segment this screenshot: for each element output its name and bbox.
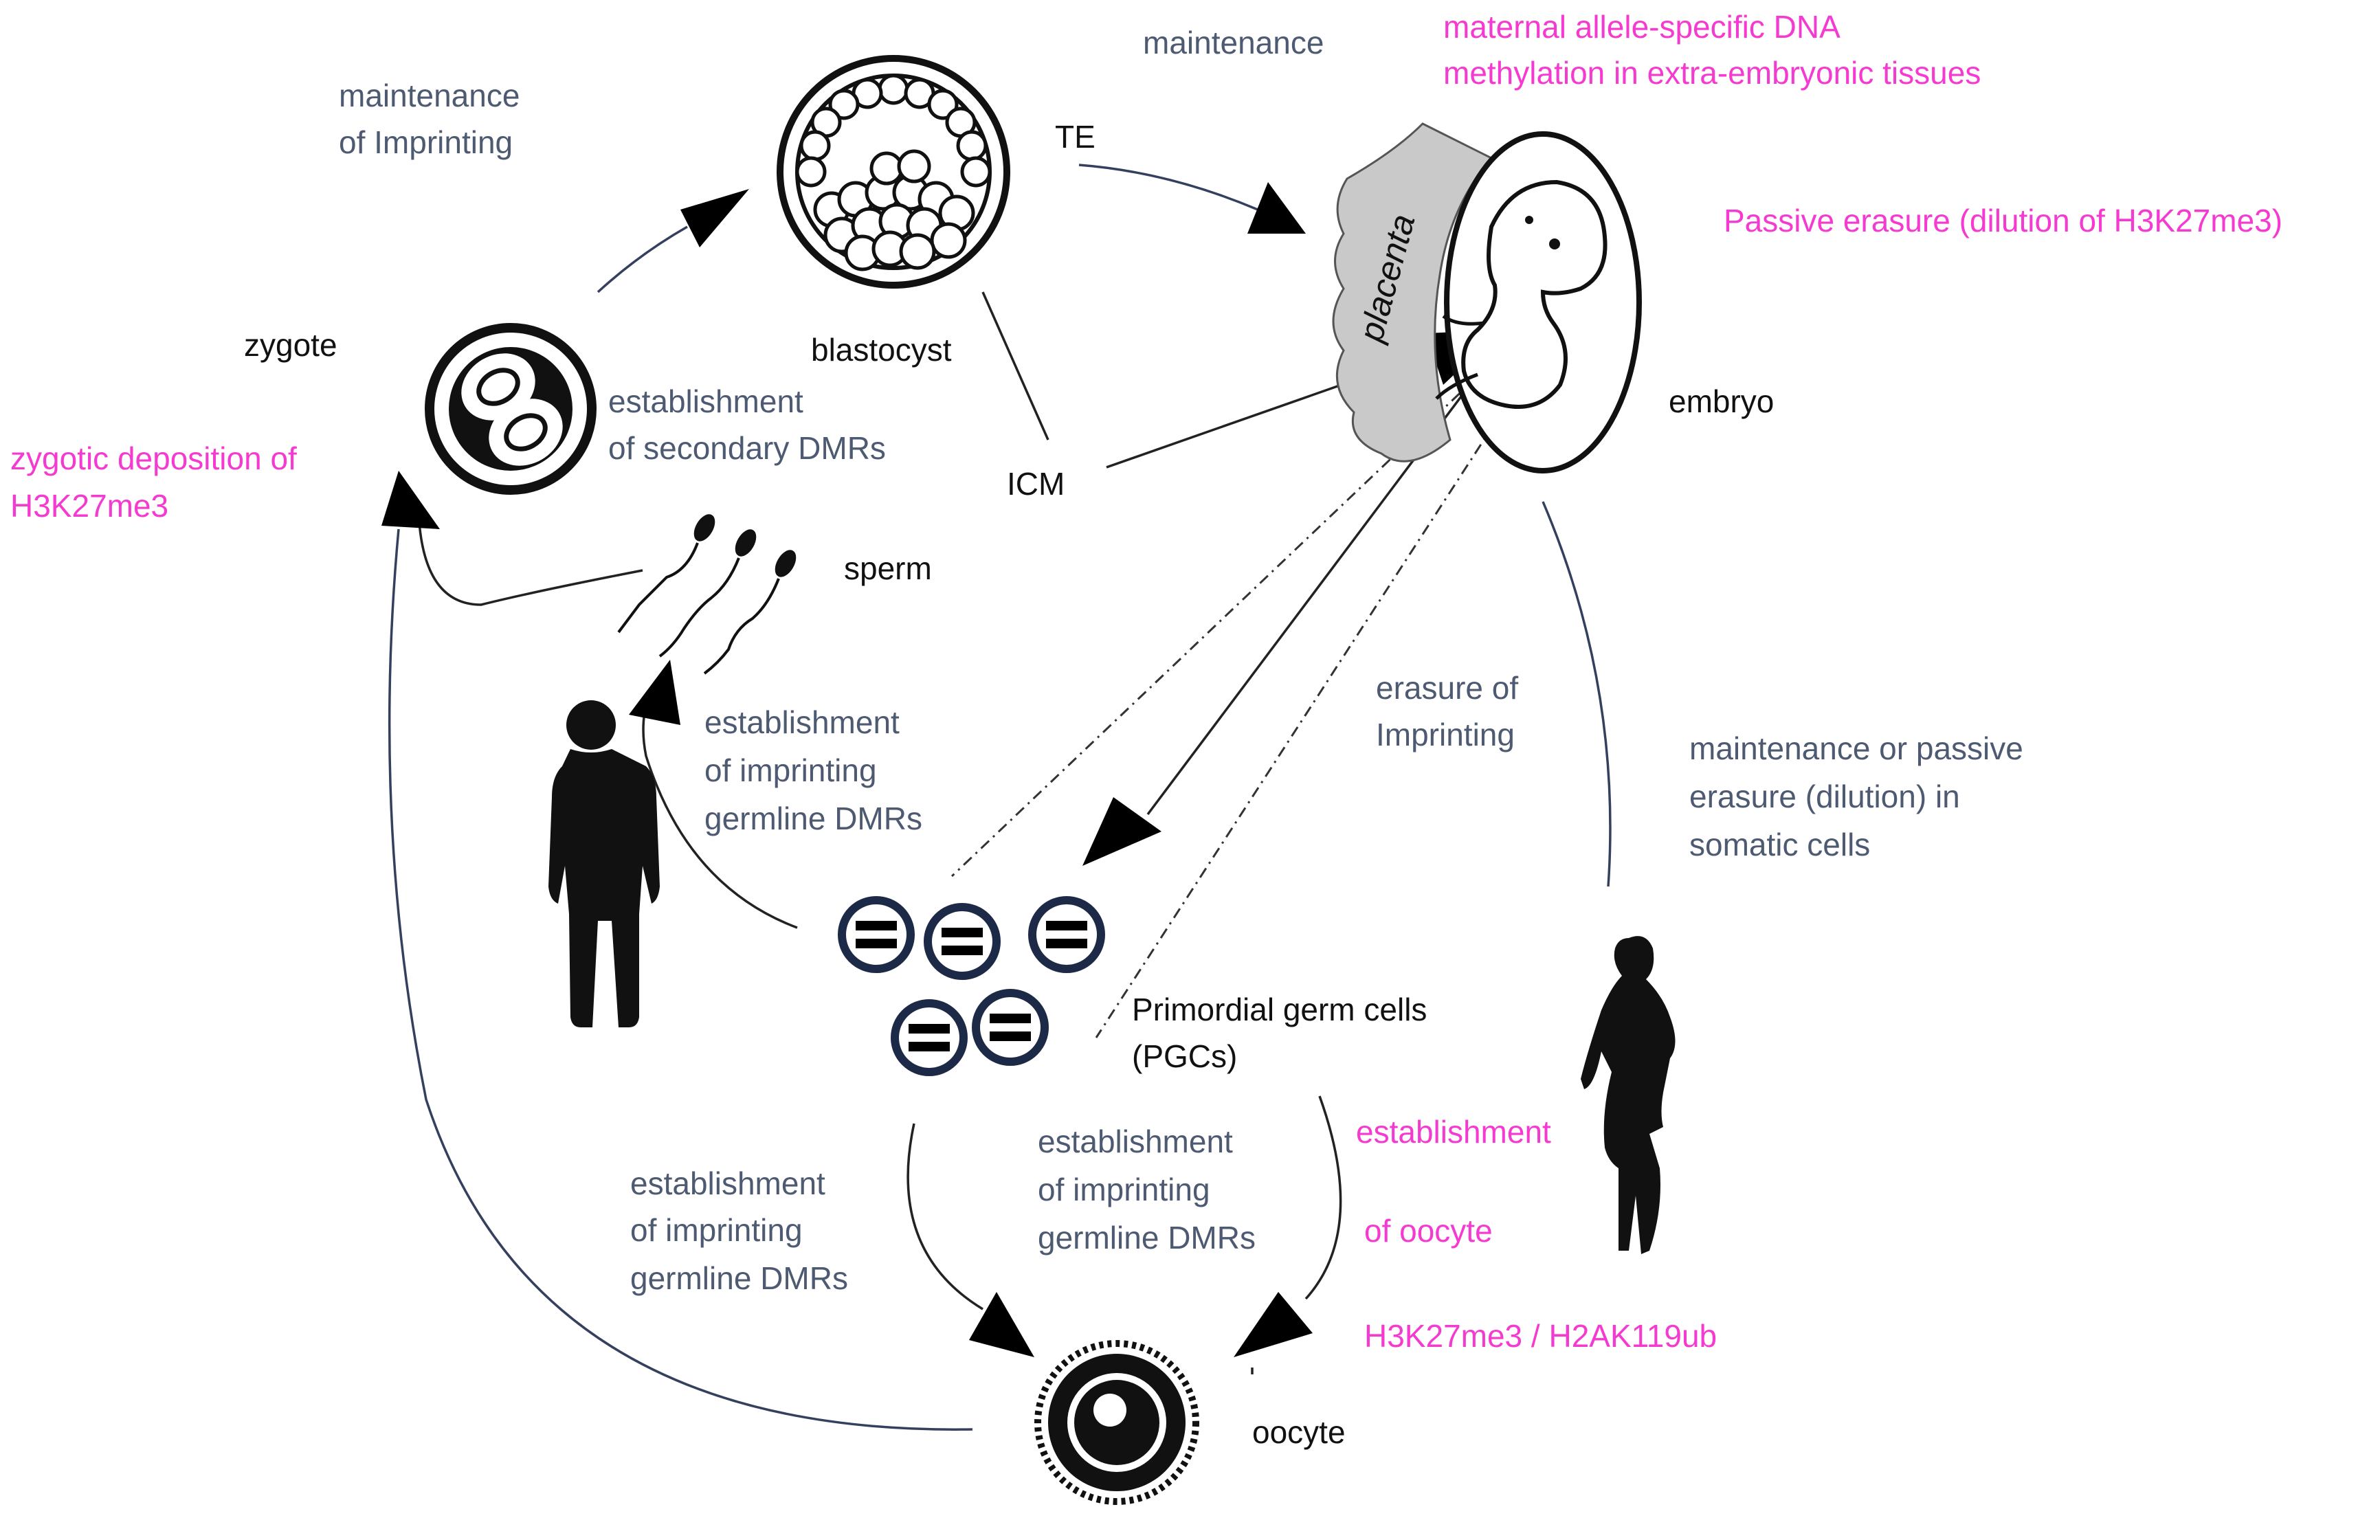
establishment-germline-center-line2: of imprinting [1038,1172,1210,1207]
pgc-cell-icon [1028,896,1105,973]
establishment-germline-male-line2: of imprinting [704,752,877,788]
maternal-allele-line2: methylation in extra-embryonic tissues [1443,55,1981,91]
blastocyst-icon [777,55,1010,289]
pgc-to-sperm-arrowhead [629,660,680,725]
oocyte-to-zygote-line [388,528,973,1431]
passive-erasure-label: Passive erasure (dilution of H3K27me3) [1724,203,2282,238]
histone-marks-label: H3K27me3 / H2AK119ub [1364,1318,1717,1354]
sperm-icon [617,514,797,675]
te-label: TE [1055,119,1096,155]
zygote-label: zygote [244,327,337,363]
maternal-allele-line1: maternal allele-specific DNA [1443,9,1840,45]
cycle-connectors [381,164,1612,1431]
oocyte-icon [1034,1340,1199,1505]
pgc-label-line2: (PGCs) [1132,1038,1237,1074]
maintenance-label: maintenance [1143,25,1324,60]
zygote-to-blastocyst-arrowhead [680,189,749,247]
establishment-germline-left-line2: of imprinting [630,1212,803,1248]
pgc-to-sperm-line [642,693,798,929]
establishment-secondary-line2: of secondary DMRs [608,430,886,466]
germline-dashed-line-right [1095,343,1548,1038]
pgc-to-oocyte-left-line [907,1123,983,1310]
sperm-to-zygote-line [418,522,643,606]
female-to-oocyte-arrowhead [1234,1292,1313,1357]
placenta-icon: placenta [1332,122,1493,462]
zygote-icon [425,323,597,495]
icm-pointer-line [981,291,1049,440]
establishment-secondary-line1: establishment [608,383,803,419]
erasure-imprinting-line1: erasure of [1376,670,1518,706]
sperm-label: sperm [844,550,932,586]
embryo-label: embryo [1669,383,1774,419]
establishment-germline-center-line3: germline DMRs [1038,1220,1256,1256]
oocyte-label: oocyte [1252,1414,1346,1450]
female-silhouette-icon [1581,936,1676,1254]
establishment-germline-left-line1: establishment [630,1165,825,1201]
pgc-cell-icon [891,999,968,1076]
establishment-oocyte-line1: establishment [1356,1114,1551,1150]
zygotic-deposition-line1: zygotic deposition of [10,440,297,476]
establishment-oocyte-line2: of oocyte [1364,1213,1493,1249]
maintenance-passive-somatic-line3: somatic cells [1689,827,1870,862]
sperm-to-zygote-arrowhead [381,471,440,529]
icm-label: ICM [1007,466,1065,502]
te-to-placenta-line [1078,164,1258,211]
pgc-to-oocyte-left-arrowhead [969,1292,1034,1357]
female-to-oocyte-line [1304,1095,1342,1300]
zygote-to-blastocyst-line [597,225,688,293]
establishment-germline-male-line3: germline DMRs [704,801,922,836]
establishment-germline-center-line1: establishment [1038,1124,1233,1159]
maintenance-imprinting-line1: maintenance [339,78,520,113]
establishment-germline-left-line3: germline DMRs [630,1260,848,1296]
blastocyst-label: blastocyst [811,332,952,368]
diagram-labels: zygote blastocyst TE ICM embryo sperm oo… [10,9,2282,1450]
erasure-imprinting-line2: Imprinting [1376,717,1515,752]
maintenance-imprinting-line2: of Imprinting [339,124,513,160]
male-silhouette-icon [548,700,660,1027]
embryo-to-pgc-arrowhead [1082,797,1161,866]
embryo-icon [1435,131,1642,473]
zygotic-deposition-line2: H3K27me3 [10,488,168,524]
pgc-cluster [838,896,1105,1076]
establishment-germline-male-line1: establishment [704,704,900,740]
embryo-to-female-line [1542,501,1612,887]
pgc-cell-icon [838,896,915,973]
pgc-label-line1: Primordial germ cells [1132,992,1427,1027]
pgc-cell-icon [972,989,1049,1066]
pgc-cell-icon [924,903,1001,980]
maintenance-passive-somatic-line1: maintenance or passive [1689,730,2023,766]
maintenance-passive-somatic-line2: erasure (dilution) in [1689,779,1960,814]
te-to-placenta-arrowhead [1247,182,1306,234]
